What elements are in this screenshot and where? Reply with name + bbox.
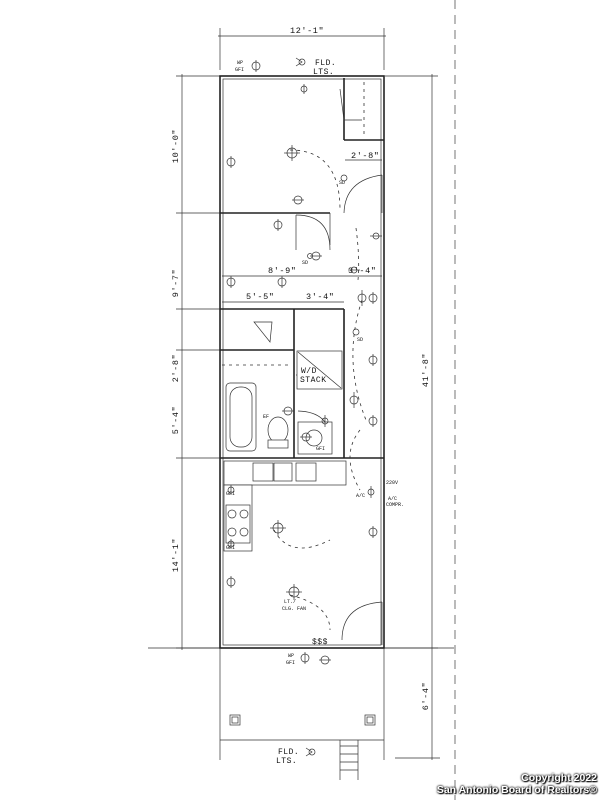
dim-overall-width: 12'-1" — [290, 26, 324, 36]
outlet-icon — [277, 276, 287, 288]
volt-label: 220V — [386, 480, 398, 486]
range — [225, 504, 251, 544]
switch-gang-label: $$$ — [312, 638, 328, 647]
plan-labels: WP GFI FLD. LTS. SD SD SD W/D STACK EF G… — [226, 59, 404, 766]
light-fixture-icon — [284, 145, 300, 161]
dishwasher — [295, 462, 317, 482]
sd-label-2: SD — [302, 260, 308, 266]
outlet-icon — [321, 415, 329, 427]
fld-lts-top-line2: LTS. — [313, 68, 334, 77]
light-fixture-icon — [282, 406, 294, 416]
dim-closet-depth: 2'-8" — [171, 354, 181, 383]
outlet-icon — [368, 526, 378, 538]
copyright-line2: San Antonio Board of Realtors® — [436, 784, 597, 796]
outlet-icon — [226, 276, 236, 288]
ac-label-3: COMPR. — [386, 502, 404, 508]
light-fixture-icon — [300, 432, 312, 442]
dim-hall-w2: 3'-4" — [348, 266, 377, 276]
flood-light-icon — [295, 57, 306, 67]
porch-light-icon — [319, 655, 331, 665]
electrical-symbols — [226, 57, 382, 757]
gfi-label-2: GFI — [226, 545, 235, 551]
sd-label-1: SD — [339, 180, 345, 186]
outlet-icon — [227, 485, 235, 495]
dim-overall-length: 41'-8" — [421, 353, 431, 387]
sd-label-3: SD — [357, 337, 363, 343]
porch-post-left — [229, 714, 241, 726]
clg-fan-line1: LT./ — [284, 599, 296, 605]
bathroom-fixtures — [225, 350, 343, 455]
fld-lts-top-line1: FLD. — [315, 59, 336, 68]
dim-living-length: 14'-1" — [171, 538, 181, 572]
outlet-icon — [368, 415, 378, 427]
dim-bath-depth: 5'-4" — [171, 406, 181, 435]
dim-room-middle: 9'-7" — [171, 269, 181, 298]
dimension-lines — [148, 28, 454, 760]
outlet-icon — [368, 292, 378, 304]
smoke-detector-icon — [307, 253, 313, 259]
dim-closet-w1: 2'-8" — [351, 151, 380, 161]
porch — [219, 648, 385, 780]
wiring-runs — [273, 149, 367, 631]
sink — [305, 429, 323, 447]
copyright-line1: Copyright 2022 — [521, 772, 597, 784]
outlet-icon — [273, 219, 283, 231]
outlet-icon — [367, 486, 375, 498]
kitchen-fixtures — [223, 460, 347, 552]
vanity — [297, 421, 333, 455]
flood-light-icon — [305, 747, 316, 757]
copyright-watermark: Copyright 2022 San Antonio Board of Real… — [437, 772, 597, 796]
outlet-icon — [226, 156, 236, 168]
fld-lts-bot-line1: FLD. — [278, 748, 299, 757]
outlet-icon — [348, 266, 360, 274]
wp-gfi-outlet-icon — [251, 60, 261, 72]
dim-porch-depth: 6'-4" — [421, 682, 431, 711]
light-fixture-icon — [292, 195, 304, 205]
fld-lts-bot-line2: LTS. — [276, 757, 297, 766]
light-fixture-icon — [270, 520, 286, 536]
clg-fan-line2: CLG. FAN — [282, 606, 306, 612]
porch-post-right — [364, 714, 376, 726]
bathtub — [225, 382, 257, 452]
outlet-icon — [227, 539, 235, 549]
light-fixture-icon — [310, 251, 322, 261]
ceiling-fan-icon — [286, 584, 302, 600]
door-swing-1 — [343, 174, 383, 214]
ac-label-1: A/C — [356, 493, 365, 499]
ef-label: EF — [263, 414, 269, 420]
outlet-icon — [300, 84, 308, 94]
smoke-detector-icon — [340, 174, 348, 182]
dim-bath-w2: 3'-4" — [306, 292, 335, 302]
wp-gfi-bot-line1: WP — [288, 653, 294, 659]
wd-stack-line1: W/D — [301, 367, 317, 376]
outlet-icon — [226, 576, 236, 588]
door-swing-2 — [295, 214, 331, 251]
closet-door — [253, 321, 273, 343]
outlet-icon — [370, 232, 382, 240]
dim-room-front: 10'-0" — [171, 129, 181, 163]
dim-hall-w1: 8'-9" — [268, 266, 297, 276]
gfi-label-3: GFI — [316, 446, 325, 452]
smoke-detector-icon — [352, 328, 360, 336]
wd-stack-line2: STACK — [300, 376, 327, 385]
ac-label-2: A/C — [388, 496, 397, 502]
dimension-labels: 12'-1" 41'-8" 10'-0" 9'-7" 2'-8" 5'-4" 1… — [171, 26, 431, 710]
sink-bowl-2 — [273, 462, 293, 482]
sink-bowl-1 — [252, 462, 274, 482]
wp-gfi-top-line2: GFI — [235, 67, 244, 73]
light-fixture-icon — [357, 290, 367, 306]
toilet — [267, 416, 289, 444]
wp-gfi-outlet-icon — [300, 652, 310, 664]
door-swing-front — [341, 601, 383, 641]
gfi-label-1: GFI — [226, 491, 235, 497]
wp-gfi-top-line1: WP — [237, 60, 243, 66]
dim-bath-w1: 5'-5" — [246, 292, 275, 302]
outlet-icon — [368, 354, 378, 366]
light-fixture-icon — [349, 392, 359, 408]
wp-gfi-bot-line2: GFI — [286, 660, 295, 666]
